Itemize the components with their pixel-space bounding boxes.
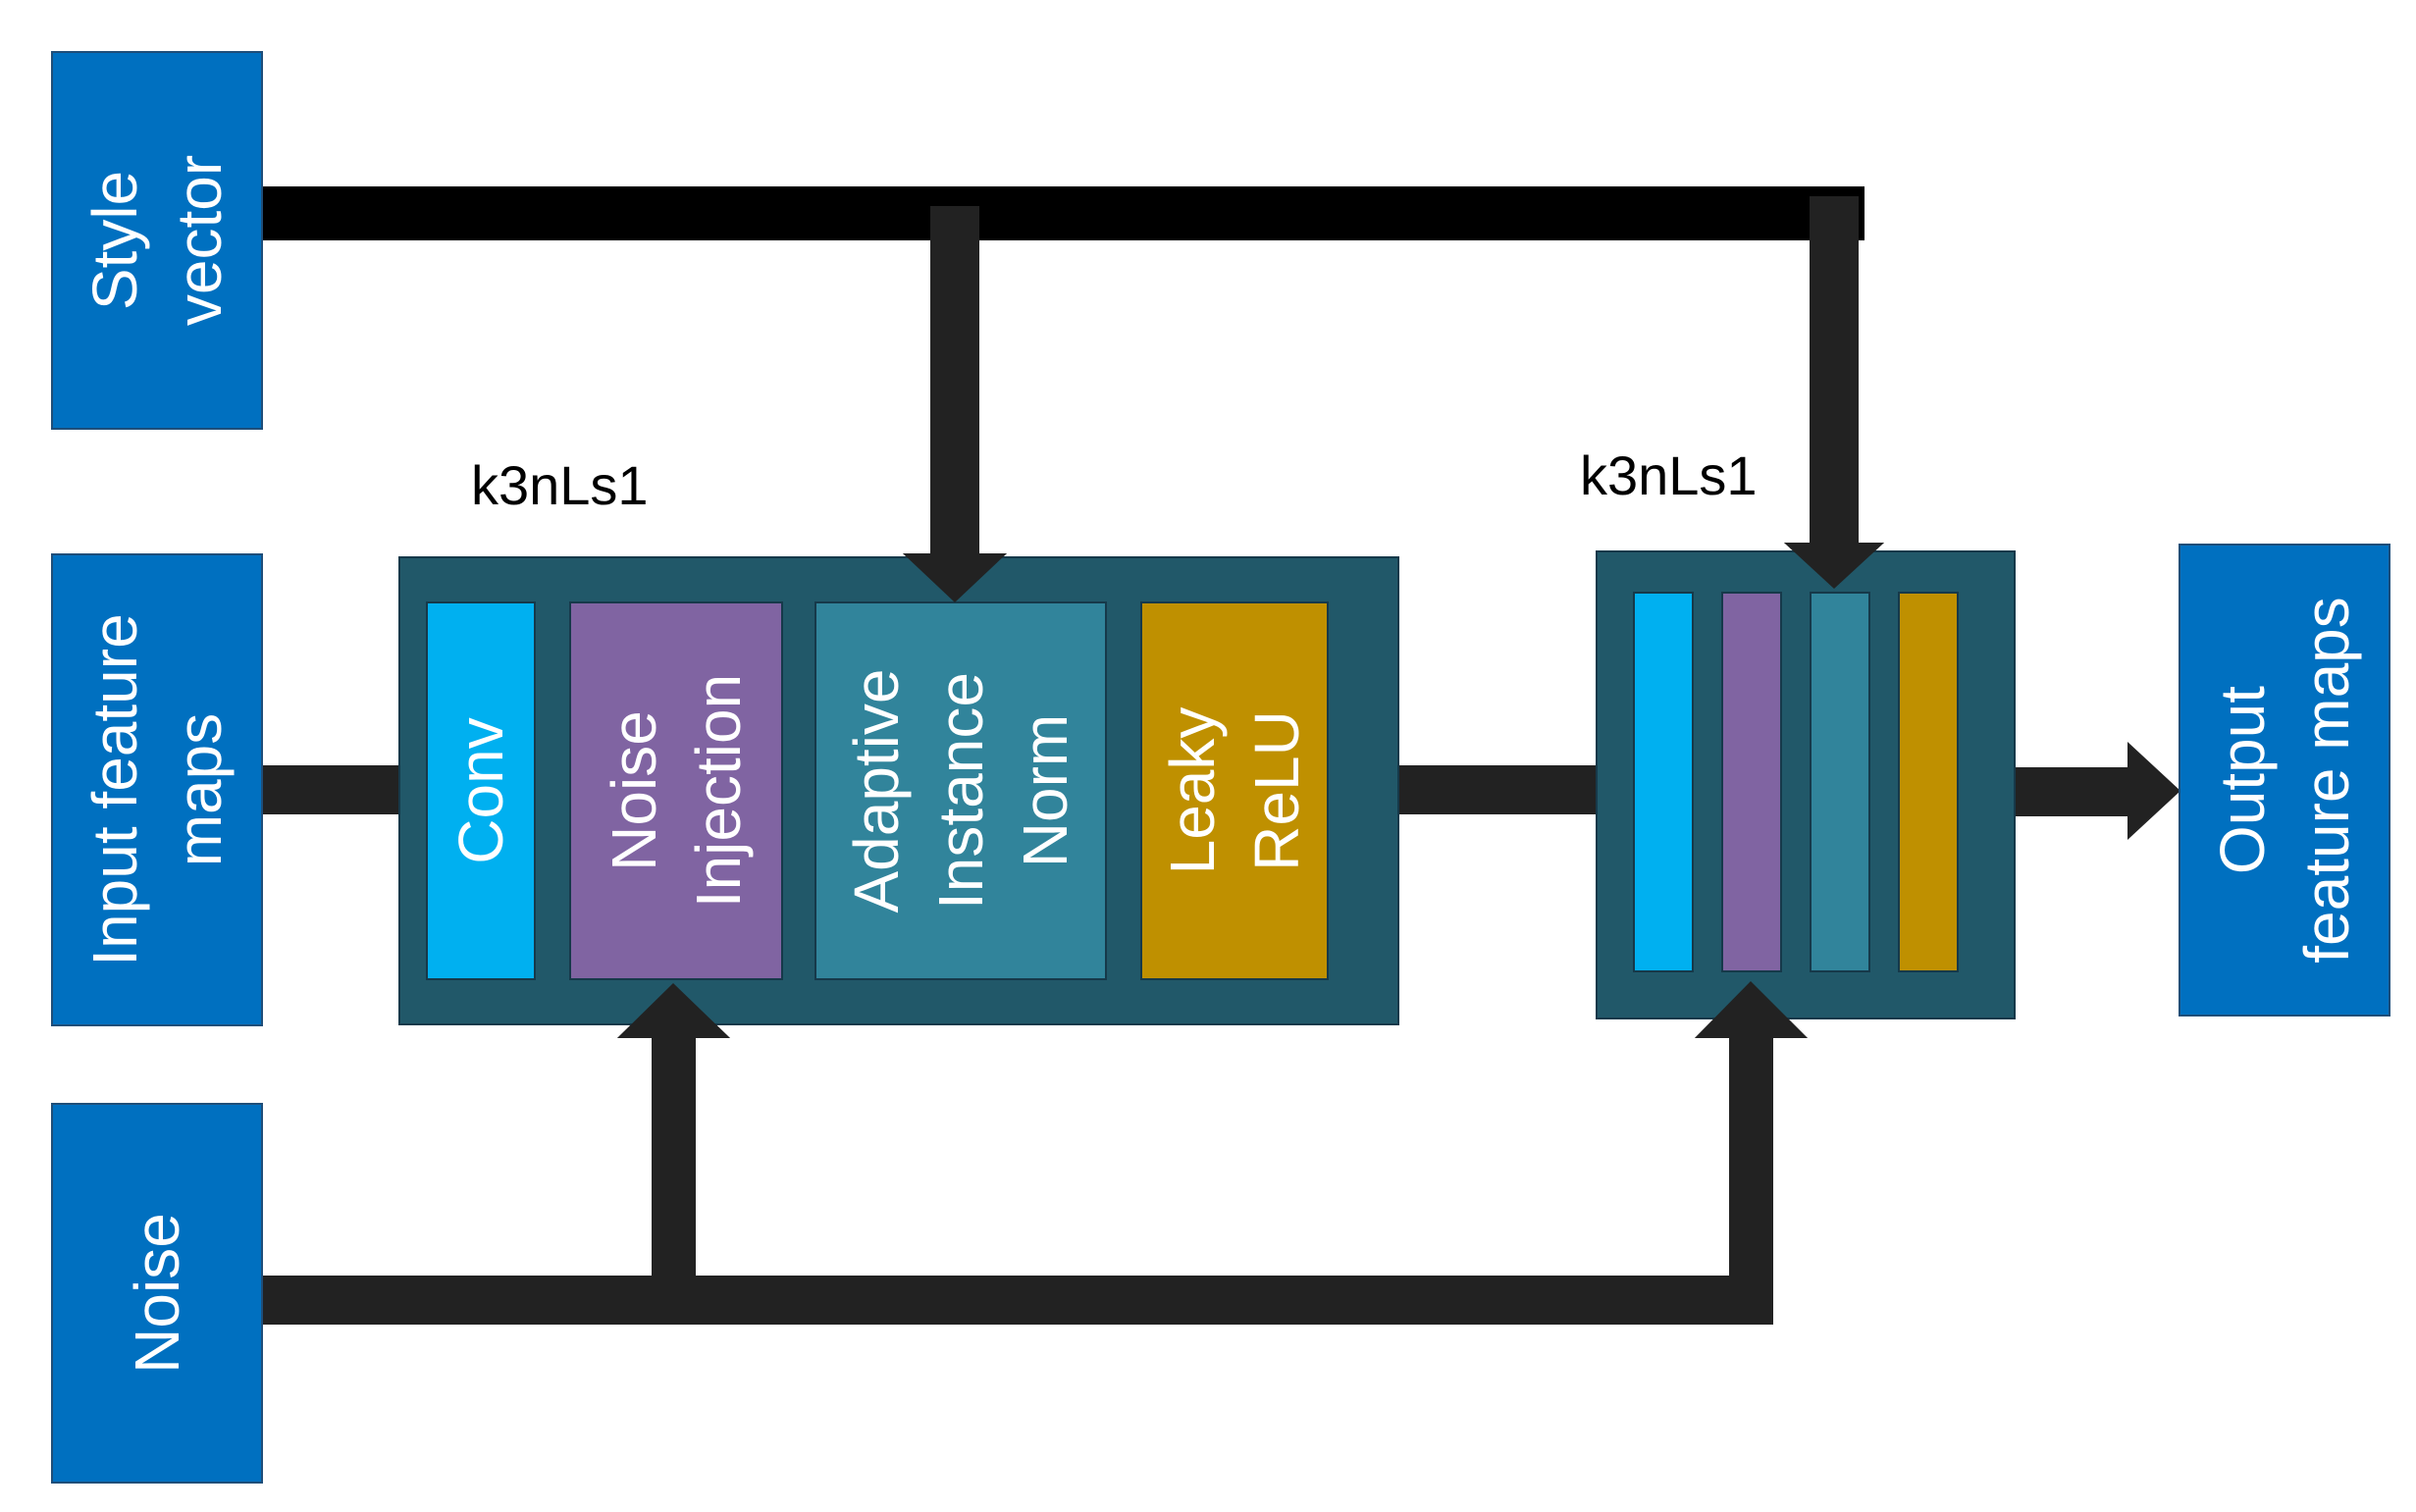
input-feature-maps-label: Input feature maps [79,613,235,966]
block-1-leaky-relu-label: Leaky ReLU [1157,706,1312,875]
block-2-to-output-shaft [2014,767,2131,816]
block-1: Conv Noise Injection Adaptive Instance N… [398,556,1399,1025]
style-bus [257,186,1865,240]
style-vector-label: Style vector [79,154,235,327]
input-feature-maps-box: Input feature maps [51,553,263,1026]
block-1-adaptive-instance-norm-label: Adaptive Instance Norm [841,668,1080,913]
noise-to-injection-2-shaft [1729,1030,1773,1325]
block-2-leaky-relu-layer [1898,592,1959,972]
output-feature-maps-label: Output feature maps [2207,597,2362,964]
block-2 [1596,550,2016,1019]
block-1-noise-injection-label: Noise Injection [599,673,754,909]
block-1-label: k3nLs1 [471,454,649,516]
block-1-leaky-relu-layer: Leaky ReLU [1140,601,1329,980]
style-to-adain-2-shaft [1810,196,1859,559]
block-2-adaptive-instance-norm-layer [1810,592,1870,972]
block-1-conv-label: Conv [446,717,516,864]
noise-label: Noise [122,1213,192,1374]
output-feature-maps-box: Output feature maps [2179,544,2390,1017]
block-2-conv-layer [1633,592,1694,972]
block-1-noise-injection-layer: Noise Injection [569,601,783,980]
block-2-to-output-arrowhead [2127,742,2180,840]
block-2-noise-injection-layer [1721,592,1782,972]
style-to-adain-1-shaft [930,206,979,569]
block-1-conv-layer: Conv [426,601,536,980]
block-1-adaptive-instance-norm-layer: Adaptive Instance Norm [814,601,1107,980]
block-2-label: k3nLs1 [1580,444,1758,506]
noise-bus [261,1276,1773,1325]
style-vector-box: Style vector [51,51,263,430]
noise-box: Noise [51,1103,263,1484]
input-to-block-1 [261,765,402,814]
noise-to-injection-1-shaft [652,1030,696,1325]
block-1-to-block-2 [1395,765,1598,814]
